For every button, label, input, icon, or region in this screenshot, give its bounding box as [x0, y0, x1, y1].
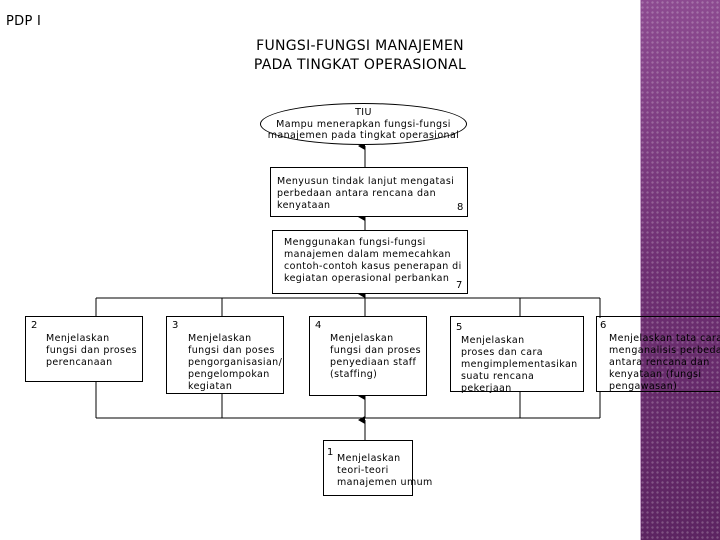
side-divider — [640, 0, 641, 540]
box-text-line: perbedaan antara rencana dan — [277, 188, 437, 199]
objective-box-5: 5 Menjelaskan proses dan cara mengimplem… — [450, 316, 584, 394]
box-text-line: manajemen umum — [337, 477, 433, 488]
box-text-line: pengorganisasian/ — [188, 357, 283, 368]
box-text-line: perencanaan — [46, 357, 113, 368]
box-text-line: menganalisis perbedaan — [609, 345, 720, 356]
tiu-label: TIU — [355, 107, 372, 118]
objective-box-7: Menggunakan fungsi-fungsi manajemen dala… — [272, 230, 468, 294]
objective-box-6: 6 Menjelaskan tata cara menganalisis per… — [596, 316, 720, 392]
box-text-line: kegiatan — [188, 381, 233, 392]
page-title: FUNGSI-FUNGSI MANAJEMEN PADA TINGKAT OPE… — [210, 37, 510, 75]
tiu-ellipse: TIU Mampu menerapkan fungsi-fungsi manaj… — [260, 103, 467, 145]
tiu-text-line: manajemen pada tingkat operasional — [267, 130, 460, 141]
objective-box-4: 4 Menjelaskan fungsi dan proses penyedia… — [309, 316, 427, 396]
box-text-line: manajemen dalam memecahkan — [284, 249, 451, 260]
box-text-line: Menjelaskan — [46, 333, 110, 344]
title-line-2: PADA TINGKAT OPERASIONAL — [253, 57, 467, 73]
page-label: PDP I — [6, 14, 42, 29]
box-text-line: pengelompokan — [188, 369, 270, 380]
box-number: 5 — [456, 322, 463, 333]
objective-box-3: 3 Menjelaskan fungsi dan poses pengorgan… — [166, 316, 284, 394]
box-text-line: fungsi dan proses — [330, 345, 422, 356]
objective-box-8: Menyusun tindak lanjut mengatasi perbeda… — [270, 167, 468, 217]
box-number: 6 — [600, 320, 607, 331]
tiu-text-line: Mampu menerapkan fungsi-fungsi — [276, 118, 451, 130]
box-text-line: penyediaan staff — [330, 357, 417, 368]
objective-box-1: 1 Menjelaskan teori-teori manajemen umum — [323, 440, 432, 496]
box-text-line: proses dan cara — [461, 347, 543, 358]
box-text-line: pengawasan) — [609, 381, 678, 392]
objective-box-2: 2 Menjelaskan fungsi dan proses perencan… — [25, 316, 143, 382]
box-number: 1 — [327, 447, 334, 458]
box-text-line: Menjelaskan — [330, 333, 394, 344]
box-text-line: Menjelaskan tata cara — [609, 333, 720, 344]
box-text-line: (staffing) — [330, 369, 378, 380]
connector-lines — [95, 142, 601, 440]
box-text-line: contoh-contoh kasus penerapan di — [284, 261, 462, 272]
box-number: 2 — [31, 320, 38, 331]
title-line-1: FUNGSI-FUNGSI MANAJEMEN — [256, 38, 464, 54]
box-text-line: Menjelaskan — [461, 335, 525, 346]
box-number: 7 — [456, 280, 463, 291]
box-number: 3 — [172, 320, 179, 331]
box-text-line: Menjelaskan — [188, 333, 252, 344]
box-text-line: mengimplementasikan — [461, 359, 578, 370]
box-number: 4 — [315, 320, 322, 331]
box-number: 8 — [457, 202, 464, 213]
box-text-line: Menjelaskan — [337, 453, 401, 464]
box-text-line: Menyusun tindak lanjut mengatasi — [277, 176, 455, 187]
box-text-line: Menggunakan fungsi-fungsi — [284, 237, 426, 248]
box-text-line: teori-teori — [337, 465, 389, 476]
box-text-line: fungsi dan poses — [188, 345, 275, 356]
decorative-side-strip — [640, 0, 720, 540]
box-text-line: suatu rencana pekerjaan — [461, 371, 535, 394]
box-text-line: antara rencana dan — [609, 357, 710, 368]
box-text-line: kegiatan operasional perbankan — [284, 273, 450, 284]
box-text-line: kenyataan (fungsi — [609, 369, 702, 380]
box-text-line: fungsi dan proses — [46, 345, 138, 356]
box-text-line: kenyataan — [277, 200, 331, 211]
